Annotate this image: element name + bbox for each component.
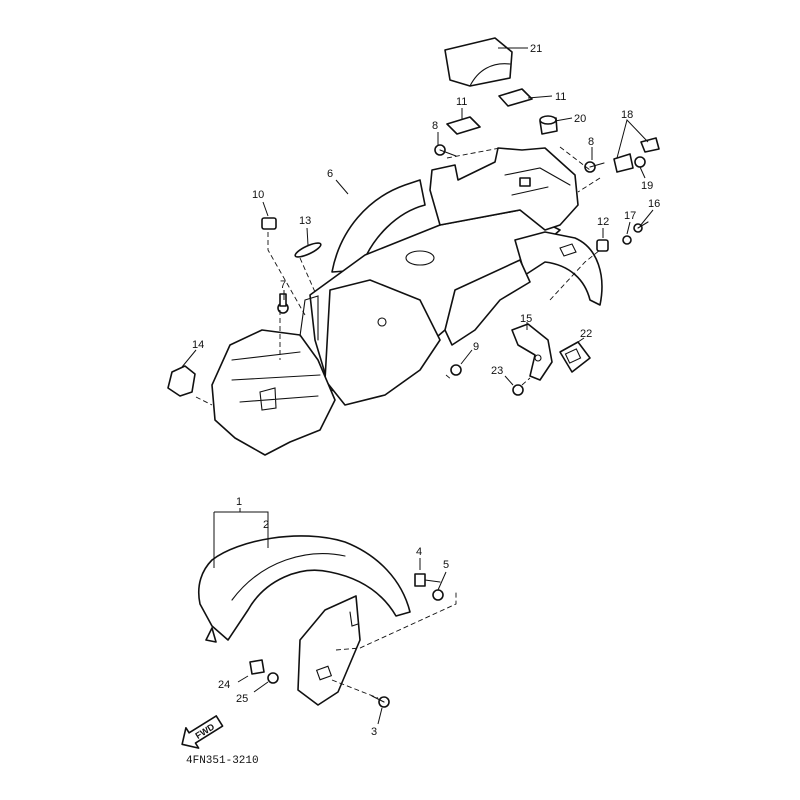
dashed-mount-lines — [195, 146, 601, 406]
callout-1: 1 — [236, 496, 242, 508]
front-fender-hardware — [249, 573, 457, 708]
callout-7: 7 — [280, 279, 286, 291]
callout-5: 5 — [443, 559, 449, 571]
callout-3: 3 — [371, 726, 377, 738]
callout-18: 18 — [621, 109, 633, 121]
callout-22: 22 — [580, 328, 592, 340]
forward-arrow-icon: FWD — [181, 715, 224, 749]
callout-6: 6 — [327, 168, 333, 180]
callout-11-right: 11 — [555, 91, 566, 103]
callout-8-right: 8 — [588, 136, 594, 148]
callout-9: 9 — [473, 341, 479, 353]
callout-16: 16 — [648, 198, 660, 210]
callout-8-left: 8 — [432, 120, 438, 132]
callout-19: 19 — [641, 180, 653, 192]
callout-12: 12 — [597, 216, 609, 228]
callout-20: 20 — [574, 113, 586, 125]
callout-labels: 21 11 11 20 8 8 18 19 10 13 6 7 14 12 17… — [192, 43, 660, 738]
callout-21: 21 — [530, 43, 542, 55]
callout-4: 4 — [416, 546, 422, 558]
part-18-19-parts — [613, 137, 660, 173]
drawing-code: 4FN351-3210 — [186, 755, 259, 767]
rear-fender-assembly — [211, 147, 603, 456]
callout-15: 15 — [520, 313, 532, 325]
callout-13: 13 — [299, 215, 311, 227]
part-20-grommet — [539, 115, 558, 135]
front-fender — [197, 535, 411, 706]
part-21-pad — [444, 37, 513, 87]
callout-10: 10 — [252, 189, 264, 201]
hardware-small-parts — [167, 144, 649, 397]
callout-11-left: 11 — [456, 96, 467, 108]
callout-17: 17 — [624, 210, 636, 222]
callout-25: 25 — [236, 693, 248, 705]
callout-24: 24 — [218, 679, 230, 691]
callout-23: 23 — [491, 365, 503, 377]
callout-2: 2 — [263, 519, 269, 531]
callout-14: 14 — [192, 339, 204, 351]
leader-lines — [181, 47, 654, 725]
